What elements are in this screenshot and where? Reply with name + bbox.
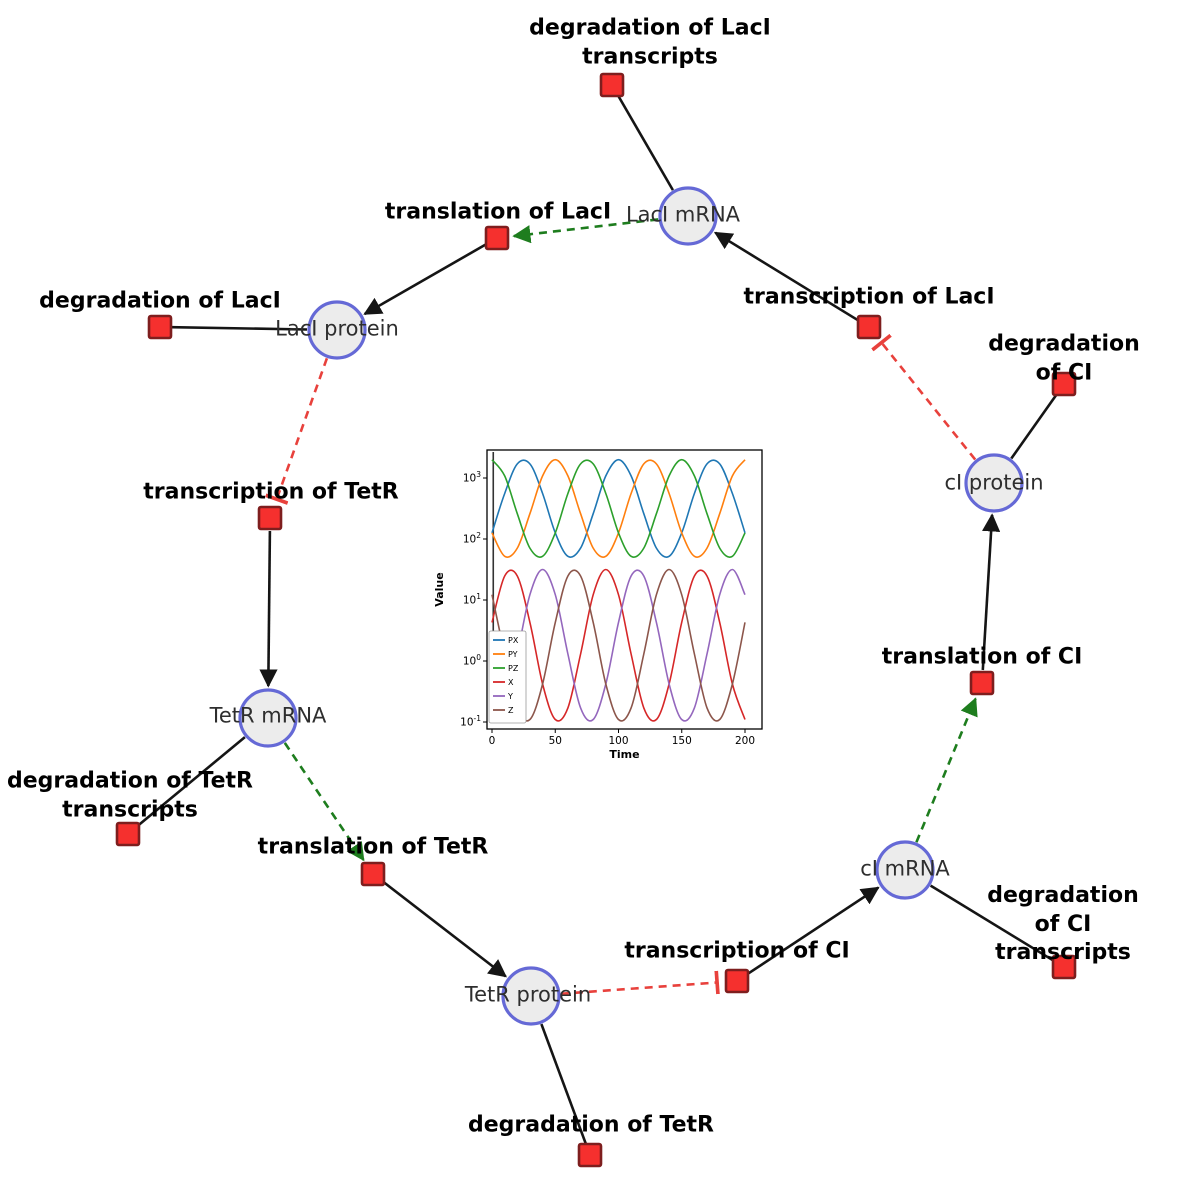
label-laci-protein: LacI protein <box>275 316 399 341</box>
edge-modifier-laci_mrna-to-translation_laci <box>512 218 659 244</box>
reaction-node-deg_ci_transcripts <box>1051 954 1077 980</box>
label-tetr-protein: TetR protein <box>464 982 592 1007</box>
edge-production-transcription_tetr-to-tetr_mrna <box>259 530 278 688</box>
label-degradation-of-laci-transcripts: degradation of LacI transcripts <box>529 15 771 69</box>
legend-label-Y: Y <box>507 692 513 701</box>
edge-consumption-ci_mrna-to-deg_ci_transcripts <box>929 884 1055 962</box>
x-tick-label: 50 <box>549 735 562 747</box>
label-degradation-of-ci: degradation of CI <box>988 331 1140 385</box>
y-tick-label: 101 <box>463 592 481 607</box>
label-transcription-of-tetr: transcription of TetR <box>143 479 399 505</box>
node-group <box>115 72 1077 1168</box>
label-degradation-of-laci: degradation of LacI <box>39 288 281 314</box>
label-tetr-mrna: TetR mRNA <box>209 703 327 728</box>
label-transcription-of-ci: transcription of CI <box>624 938 850 964</box>
legend-label-PY: PY <box>508 650 518 659</box>
species-node-ci_protein <box>964 453 1024 513</box>
y-tick-label: 100 <box>463 653 481 668</box>
label-degradation-of-tetr: degradation of TetR <box>467 1112 715 1138</box>
edge-production-translation_laci-to-laci_protein <box>363 243 487 316</box>
edge-modifier-tetr_mrna-to-translation_tetr <box>283 742 365 862</box>
plot-frame <box>486 449 763 730</box>
chart-series-PX <box>491 458 746 558</box>
legend-label-X: X <box>508 678 514 687</box>
reaction-node-deg_laci_transcripts <box>599 72 625 98</box>
chart-series-PZ <box>491 458 746 558</box>
species-node-ci_mrna <box>875 840 935 900</box>
x-tick-label: 200 <box>735 735 755 747</box>
y-axis-label: Value <box>433 572 446 606</box>
edge-group <box>136 94 1059 1145</box>
label-translation-of-laci: translation of LacI <box>384 199 612 225</box>
edge-production-transcription_ci-to-ci_mrna <box>747 886 880 975</box>
label-degradation-of-tetr-transcripts: degradation of TetR transcripts <box>6 768 254 822</box>
reaction-node-translation_ci <box>969 670 995 696</box>
species-node-laci_mrna <box>658 186 718 246</box>
y-tick-label: 103 <box>463 470 481 485</box>
edge-consumption-tetr_protein-to-deg_tetr <box>540 1023 588 1145</box>
species-node-laci_protein <box>307 300 367 360</box>
chart-series-X <box>491 568 746 722</box>
edge-modifier-ci_mrna-to-translation_ci <box>915 697 978 843</box>
label-translation-of-tetr: translation of TetR <box>257 834 489 860</box>
label-laci-mrna: LacI mRNA <box>625 202 741 227</box>
legend-label-Z: Z <box>508 706 514 715</box>
legend-label-PZ: PZ <box>508 664 519 673</box>
plot-background <box>487 450 762 729</box>
edge-inhibition-ci_protein-to-transcription_laci <box>871 333 977 461</box>
reaction-node-transcription_ci <box>724 968 750 994</box>
reaction-node-deg_laci <box>147 314 173 340</box>
reaction-node-translation_tetr <box>360 861 386 887</box>
edge-consumption-laci_mrna-to-deg_laci_transcripts <box>616 94 675 191</box>
reaction-node-deg_tetr_transcripts <box>115 821 141 847</box>
edge-production-translation_ci-to-ci_protein <box>981 513 1001 671</box>
species-node-tetr_mrna <box>238 688 298 748</box>
x-tick-label: 100 <box>608 735 628 747</box>
chart-series-Z <box>491 568 746 722</box>
species-node-tetr_protein <box>501 966 561 1026</box>
y-tick-label: 102 <box>463 531 481 546</box>
reaction-node-deg_tetr <box>577 1142 603 1168</box>
x-tick-label: 0 <box>489 735 496 747</box>
label-ci-protein: cI protein <box>944 470 1044 495</box>
x-axis-label: Time <box>609 748 639 761</box>
reaction-node-deg_ci <box>1051 371 1077 397</box>
label-ci-mrna: cI mRNA <box>860 856 950 881</box>
edge-inhibition-tetr_protein-to-transcription_ci <box>560 970 720 996</box>
chart-series-Y <box>491 568 746 722</box>
label-transcription-of-laci: transcription of LacI <box>743 284 995 310</box>
label-translation-of-ci: translation of CI <box>881 644 1083 670</box>
label-degradation-of-ci-transcripts: degradation of CI transcripts <box>987 883 1139 966</box>
chart-legend: PX PY PZ XYZ <box>488 630 527 724</box>
x-tick-label: 150 <box>672 735 692 747</box>
edge-production-translation_tetr-to-tetr_protein <box>382 880 507 978</box>
edge-inhibition-laci_protein-to-transcription_tetr <box>265 357 329 505</box>
y-tick-label: 10-1 <box>460 714 481 729</box>
reaction-node-transcription_laci <box>856 314 882 340</box>
edge-consumption-laci_protein-to-deg_laci <box>171 325 308 331</box>
edge-production-transcription_laci-to-laci_mrna <box>713 231 859 322</box>
reaction-node-translation_laci <box>484 225 510 251</box>
reaction-node-transcription_tetr <box>257 505 283 531</box>
edge-consumption-ci_protein-to-deg_ci <box>1010 393 1059 460</box>
edge-consumption-tetr_mrna-to-deg_tetr_transcripts <box>136 736 246 828</box>
legend-label-PX: PX <box>508 636 519 645</box>
